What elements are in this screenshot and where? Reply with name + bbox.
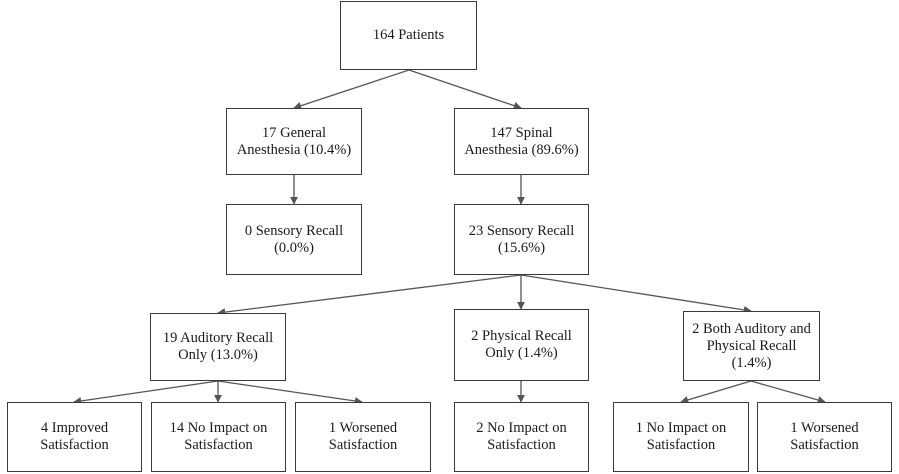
node-spinal-sensory-recall: 23 Sensory Recall (15.6%) xyxy=(454,204,589,275)
node-general-sensory-recall: 0 Sensory Recall (0.0%) xyxy=(226,204,362,275)
node-spinal-sensory-recall-line2: (15.6%) xyxy=(497,239,546,256)
node-both-no-impact: 1 No Impact on Satisfaction xyxy=(613,402,749,472)
node-total-patients: 164 Patients xyxy=(340,1,477,70)
node-auditory-recall-line2: Only (13.0%) xyxy=(178,347,258,363)
node-both-worsened-line1: 1 Worsened xyxy=(790,420,859,436)
node-both-worsened: 1 Worsened Satisfaction xyxy=(757,402,892,472)
arrow-both-to-noimpact xyxy=(680,380,752,404)
node-both-recall: 2 Both Auditory and Physical Recall (1.4… xyxy=(683,311,820,381)
node-auditory-no-impact-line1: 14 No Impact on xyxy=(169,420,268,436)
node-spinal-anesthesia: 147 Spinal Anesthesia (89.6%) xyxy=(454,108,589,175)
node-both-recall-line2: Physical Recall xyxy=(706,337,797,354)
arrow-recall-to-both xyxy=(520,274,752,314)
arrow-root-to-spinal xyxy=(408,69,522,110)
node-auditory-worsened-line2: Satisfaction xyxy=(328,437,398,453)
node-auditory-worsened-line1: 1 Worsened xyxy=(328,420,398,436)
arrow-auditory-to-improved xyxy=(73,380,219,405)
node-general-anesthesia-line1: 17 General xyxy=(261,124,326,141)
node-physical-no-impact-line2: Satisfaction xyxy=(487,437,556,453)
node-auditory-worsened: 1 Worsened Satisfaction xyxy=(295,402,431,472)
node-total-patients-line1: 164 Patients xyxy=(372,27,445,43)
node-auditory-improved: 4 Improved Satisfaction xyxy=(7,402,142,472)
node-physical-recall: 2 Physical Recall Only (1.4%) xyxy=(454,309,589,381)
arrow-root-to-general xyxy=(293,69,410,110)
node-auditory-improved-line1: 4 Improved xyxy=(40,420,109,436)
node-both-worsened-line2: Satisfaction xyxy=(790,437,859,453)
node-physical-no-impact-line1: 2 No Impact on xyxy=(476,420,567,436)
node-auditory-recall-line1: 19 Auditory Recall xyxy=(162,330,274,346)
node-general-anesthesia-line2: Anesthesia (10.4%) xyxy=(236,141,352,158)
arrow-recall-to-auditory xyxy=(217,274,522,317)
arrow-both-to-worsened xyxy=(750,380,826,404)
node-auditory-recall: 19 Auditory Recall Only (13.0%) xyxy=(150,313,286,381)
node-both-no-impact-line1: 1 No Impact on xyxy=(635,420,727,436)
node-general-sensory-recall-line2: (0.0%) xyxy=(274,239,314,256)
node-physical-recall-line1: 2 Physical Recall xyxy=(471,328,572,344)
arrow-auditory-to-worsened xyxy=(217,380,363,405)
node-general-sensory-recall-line1: 0 Sensory Recall xyxy=(244,222,344,239)
node-auditory-no-impact: 14 No Impact on Satisfaction xyxy=(151,402,286,472)
node-auditory-improved-line2: Satisfaction xyxy=(40,437,109,453)
node-both-no-impact-line2: Satisfaction xyxy=(646,437,716,453)
node-physical-recall-line2: Only (1.4%) xyxy=(485,345,558,361)
node-spinal-anesthesia-line2: Anesthesia (89.6%) xyxy=(464,141,579,158)
node-spinal-sensory-recall-line1: 23 Sensory Recall xyxy=(468,222,575,239)
node-general-anesthesia: 17 General Anesthesia (10.4%) xyxy=(226,108,362,175)
node-physical-no-impact: 2 No Impact on Satisfaction xyxy=(454,402,589,472)
node-both-recall-line1: 2 Both Auditory and xyxy=(692,320,811,337)
node-auditory-no-impact-line2: Satisfaction xyxy=(184,437,253,453)
node-spinal-anesthesia-line1: 147 Spinal xyxy=(490,124,553,141)
node-both-recall-line3: (1.4%) xyxy=(731,354,772,371)
